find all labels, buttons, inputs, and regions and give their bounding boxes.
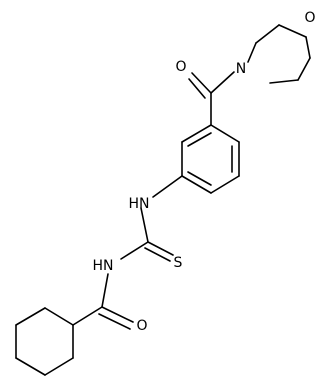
bond	[15, 307, 46, 326]
bond	[255, 24, 280, 44]
bond	[191, 72, 212, 94]
bond	[101, 273, 109, 308]
bond	[152, 175, 183, 198]
nitrogen-morpholine-label: N	[236, 61, 246, 77]
bond	[101, 306, 134, 323]
benzene-ring	[181, 124, 240, 194]
bond	[147, 241, 174, 256]
bond	[15, 357, 46, 376]
amide-carbonyl	[72, 306, 134, 330]
bond	[144, 247, 171, 262]
bond	[278, 24, 307, 38]
bond	[187, 171, 212, 186]
bond	[188, 78, 206, 99]
bond	[44, 307, 74, 326]
bond	[44, 357, 74, 376]
morpholine-ring	[247, 24, 311, 84]
oxygen-amide-label: O	[136, 318, 147, 334]
bond	[140, 207, 149, 243]
nh-upper-label: HN	[129, 196, 150, 212]
bond	[247, 42, 257, 63]
bond	[269, 79, 299, 84]
bond	[210, 124, 240, 143]
bond	[181, 124, 212, 143]
bond	[187, 132, 212, 147]
cyclohexane-ring	[15, 307, 74, 376]
oxygen-morpholine-label: O	[304, 10, 315, 26]
bond	[72, 306, 103, 326]
bond	[210, 175, 240, 194]
oxygen-carbonyl-label: O	[175, 59, 186, 75]
bond	[305, 36, 311, 59]
bond	[210, 71, 235, 94]
bond	[297, 57, 311, 81]
bond	[98, 313, 131, 330]
thiourea-linker	[101, 175, 183, 308]
nh-lower-label: HN	[93, 258, 114, 274]
morpholine-carbonyl	[188, 71, 235, 126]
bond	[181, 175, 212, 194]
atom-labels: O N O HN S HN O	[93, 10, 316, 334]
sulfur-label: S	[174, 255, 183, 271]
bond	[120, 241, 149, 260]
